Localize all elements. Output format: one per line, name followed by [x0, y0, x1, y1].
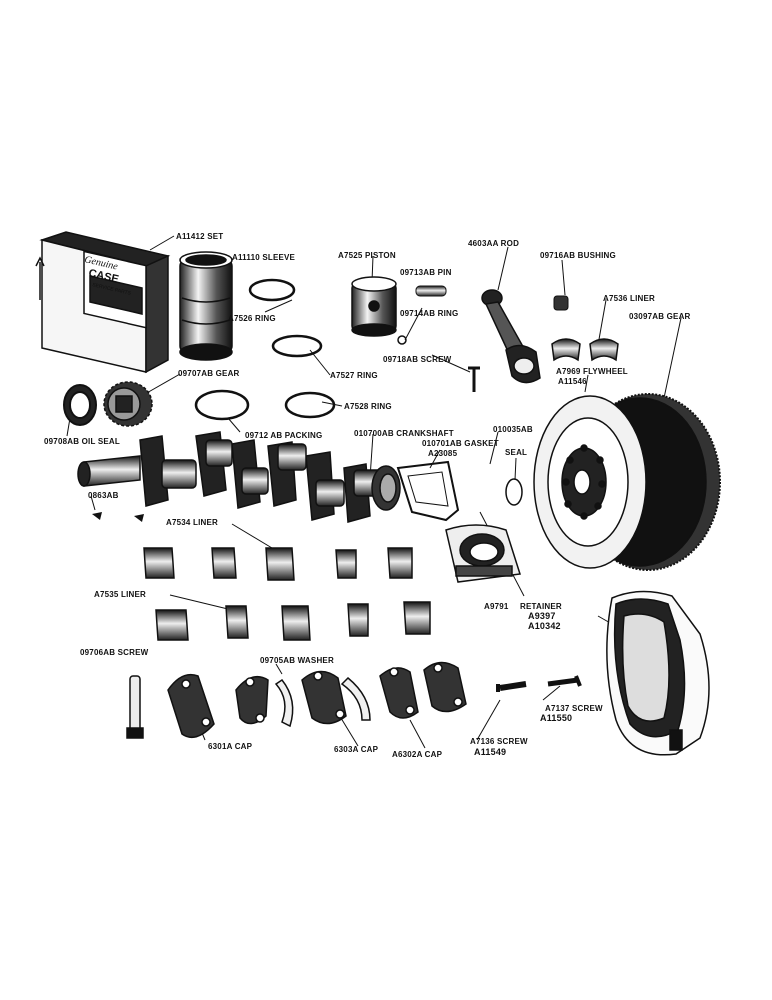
label-gear-09707ab: 09707AB GEAR — [178, 369, 240, 378]
housing-screws — [496, 675, 582, 692]
lower-main-liners — [155, 601, 431, 641]
label-retainer-a10342: A10342 — [528, 621, 561, 631]
label-packing: 09712 AB PACKING — [245, 431, 323, 440]
thrust-washers — [274, 676, 371, 728]
label-screw-09718ab: 09718AB SCREW — [383, 355, 452, 364]
label-sleeve: A11110 SLEEVE — [232, 253, 296, 262]
label-gasket: 010701AB GASKET — [422, 439, 499, 448]
rod-liners — [551, 338, 619, 362]
label-seal-code: 010035AB — [493, 425, 533, 434]
pin-ring-part — [397, 335, 407, 345]
label-key: 0863AB — [88, 491, 119, 500]
piston-rings — [194, 278, 336, 421]
label-set: A11412 SET — [176, 232, 224, 241]
oil-seal-part — [63, 384, 97, 426]
connecting-rod-part — [481, 289, 541, 384]
piston-part — [351, 276, 397, 337]
label-bushing: 09716AB BUSHING — [540, 251, 616, 260]
label-liner-a7535: A7535 LINER — [94, 590, 146, 599]
label-retainer: RETAINER — [520, 602, 562, 611]
main-cap-screw-part — [126, 675, 144, 739]
piston-pin-part — [415, 285, 447, 297]
label-washer: 09705AB WASHER — [260, 656, 334, 665]
flywheel-part — [533, 393, 721, 571]
label-screw-a11549: A11549 — [474, 747, 507, 757]
label-seal: SEAL — [505, 448, 528, 457]
label-ring-09714ab: 09714AB RING — [400, 309, 459, 318]
label-ring-a7527: A7527 RING — [330, 371, 378, 380]
main-bearing-caps — [167, 661, 467, 739]
label-pin: 09713AB PIN — [400, 268, 452, 277]
crank-keys — [92, 512, 144, 522]
flywheel-housing-part — [606, 590, 710, 756]
label-rod: 4603AA ROD — [468, 239, 520, 248]
label-cap-6303a: 6303A CAP — [334, 745, 379, 754]
crank-gear-part — [103, 381, 153, 427]
label-screw-a7136: A7136 SCREW — [470, 737, 528, 746]
label-cap-a6302a: A6302A CAP — [392, 750, 443, 759]
crankshaft-part — [77, 431, 401, 523]
rod-screw-part — [468, 366, 480, 392]
bushing-part — [553, 295, 569, 311]
label-flywheel-alt: A11546 — [558, 377, 587, 386]
seal-retainer-part — [445, 524, 521, 583]
label-screw-a11550: A11550 — [540, 713, 573, 723]
label-flywheel: A7969 FLYWHEEL — [556, 367, 628, 376]
label-liner-a7536: A7536 LINER — [603, 294, 655, 303]
label-gear-03097ab: 03097AB GEAR — [629, 312, 691, 321]
label-liner-a7534: A7534 LINER — [166, 518, 218, 527]
sleeve-part — [179, 251, 233, 361]
label-ring-a7528: A7528 RING — [344, 402, 392, 411]
label-screw-09706ab: 09706AB SCREW — [80, 648, 149, 657]
upper-main-liners — [143, 547, 413, 581]
label-retainer-a9791: A9791 — [484, 602, 509, 611]
label-cap-6301a: 6301A CAP — [208, 742, 253, 751]
label-retainer-a9397: A9397 — [528, 611, 556, 621]
rear-gasket-part — [396, 460, 460, 522]
rear-seal-part — [505, 478, 523, 506]
label-screw-a7137: A7137 SCREW — [545, 704, 603, 713]
label-piston: A7525 PISTON — [338, 251, 396, 260]
label-crankshaft: 010700AB CRANKSHAFT — [354, 429, 454, 438]
label-oil-seal: 09708AB OIL SEAL — [44, 437, 120, 446]
label-gasket-alt: A23085 — [428, 449, 458, 458]
gasket-set-box — [35, 231, 171, 374]
label-ring-a7526: A7526 RING — [228, 314, 276, 323]
